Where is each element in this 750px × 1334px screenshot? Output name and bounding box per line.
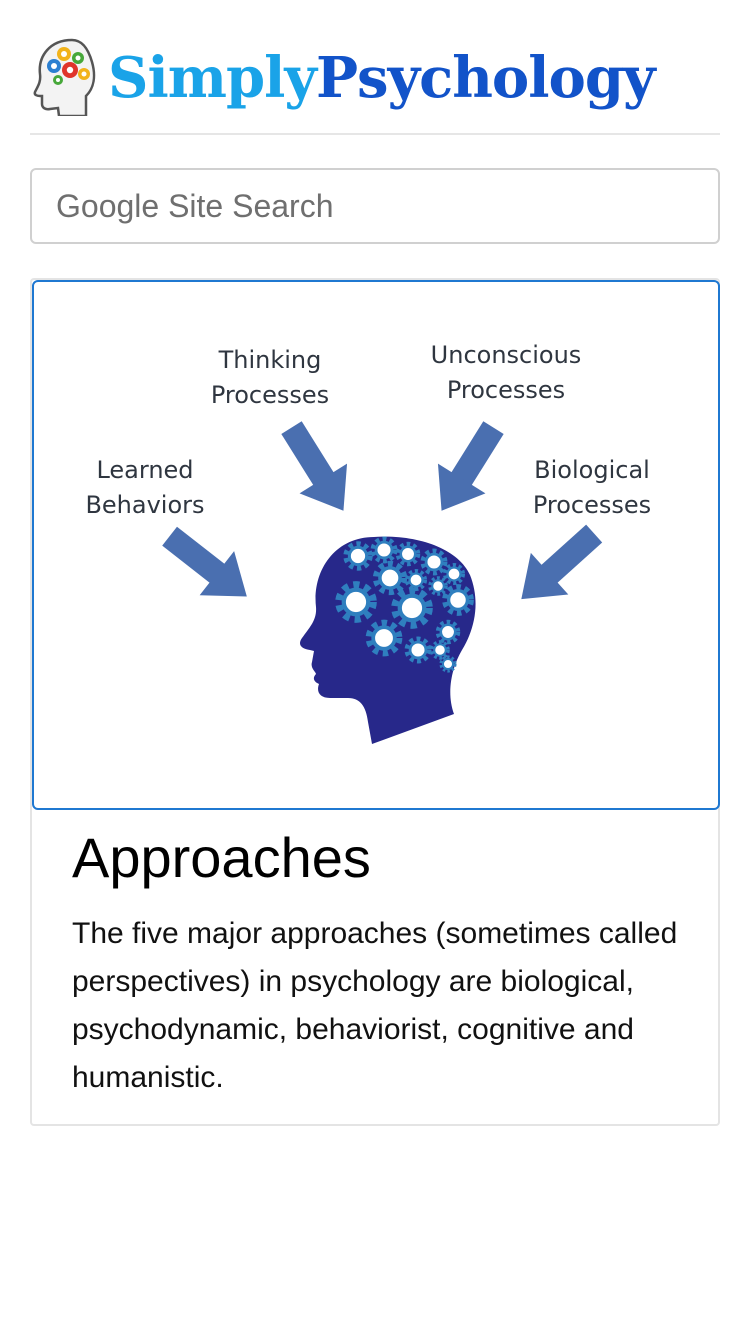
label-biological-line2: Processes: [533, 491, 651, 519]
label-learned-line1: Learned: [96, 456, 193, 484]
arrow-icon-biological: [521, 524, 603, 600]
label-thinking-line1: Thinking: [218, 346, 322, 374]
site-header: SimplyPsychology: [30, 30, 720, 135]
label-thinking-line2: Processes: [211, 381, 329, 409]
site-logo-link[interactable]: SimplyPsychology: [30, 30, 720, 130]
approaches-diagram: Thinking Processes Unconscious Processes…: [85, 341, 651, 744]
label-unconscious-line2: Processes: [447, 376, 565, 404]
logo-word-simply: Simply: [108, 45, 317, 111]
label-learned-line2: Behaviors: [85, 491, 204, 519]
brain-gears-icon: [335, 536, 474, 673]
label-biological-line1: Biological: [534, 456, 650, 484]
approaches-card-image-link[interactable]: Thinking Processes Unconscious Processes…: [32, 280, 720, 810]
label-unconscious-line1: Unconscious: [431, 341, 582, 369]
card-title: Approaches: [72, 826, 371, 889]
logo-word-psychology: Psychology: [315, 45, 656, 111]
arrow-icon-learned: [162, 526, 247, 597]
site-search-input[interactable]: [30, 168, 720, 244]
card-description: The five major approaches (sometimes cal…: [72, 917, 678, 1094]
arrow-icon-thinking: [281, 421, 348, 511]
approaches-card: Thinking Processes Unconscious Processes…: [30, 278, 720, 1126]
logo-wordmark: SimplyPsychology: [108, 38, 656, 118]
arrow-icon-unconscious: [437, 421, 504, 511]
gear-head-icon: [33, 38, 96, 116]
